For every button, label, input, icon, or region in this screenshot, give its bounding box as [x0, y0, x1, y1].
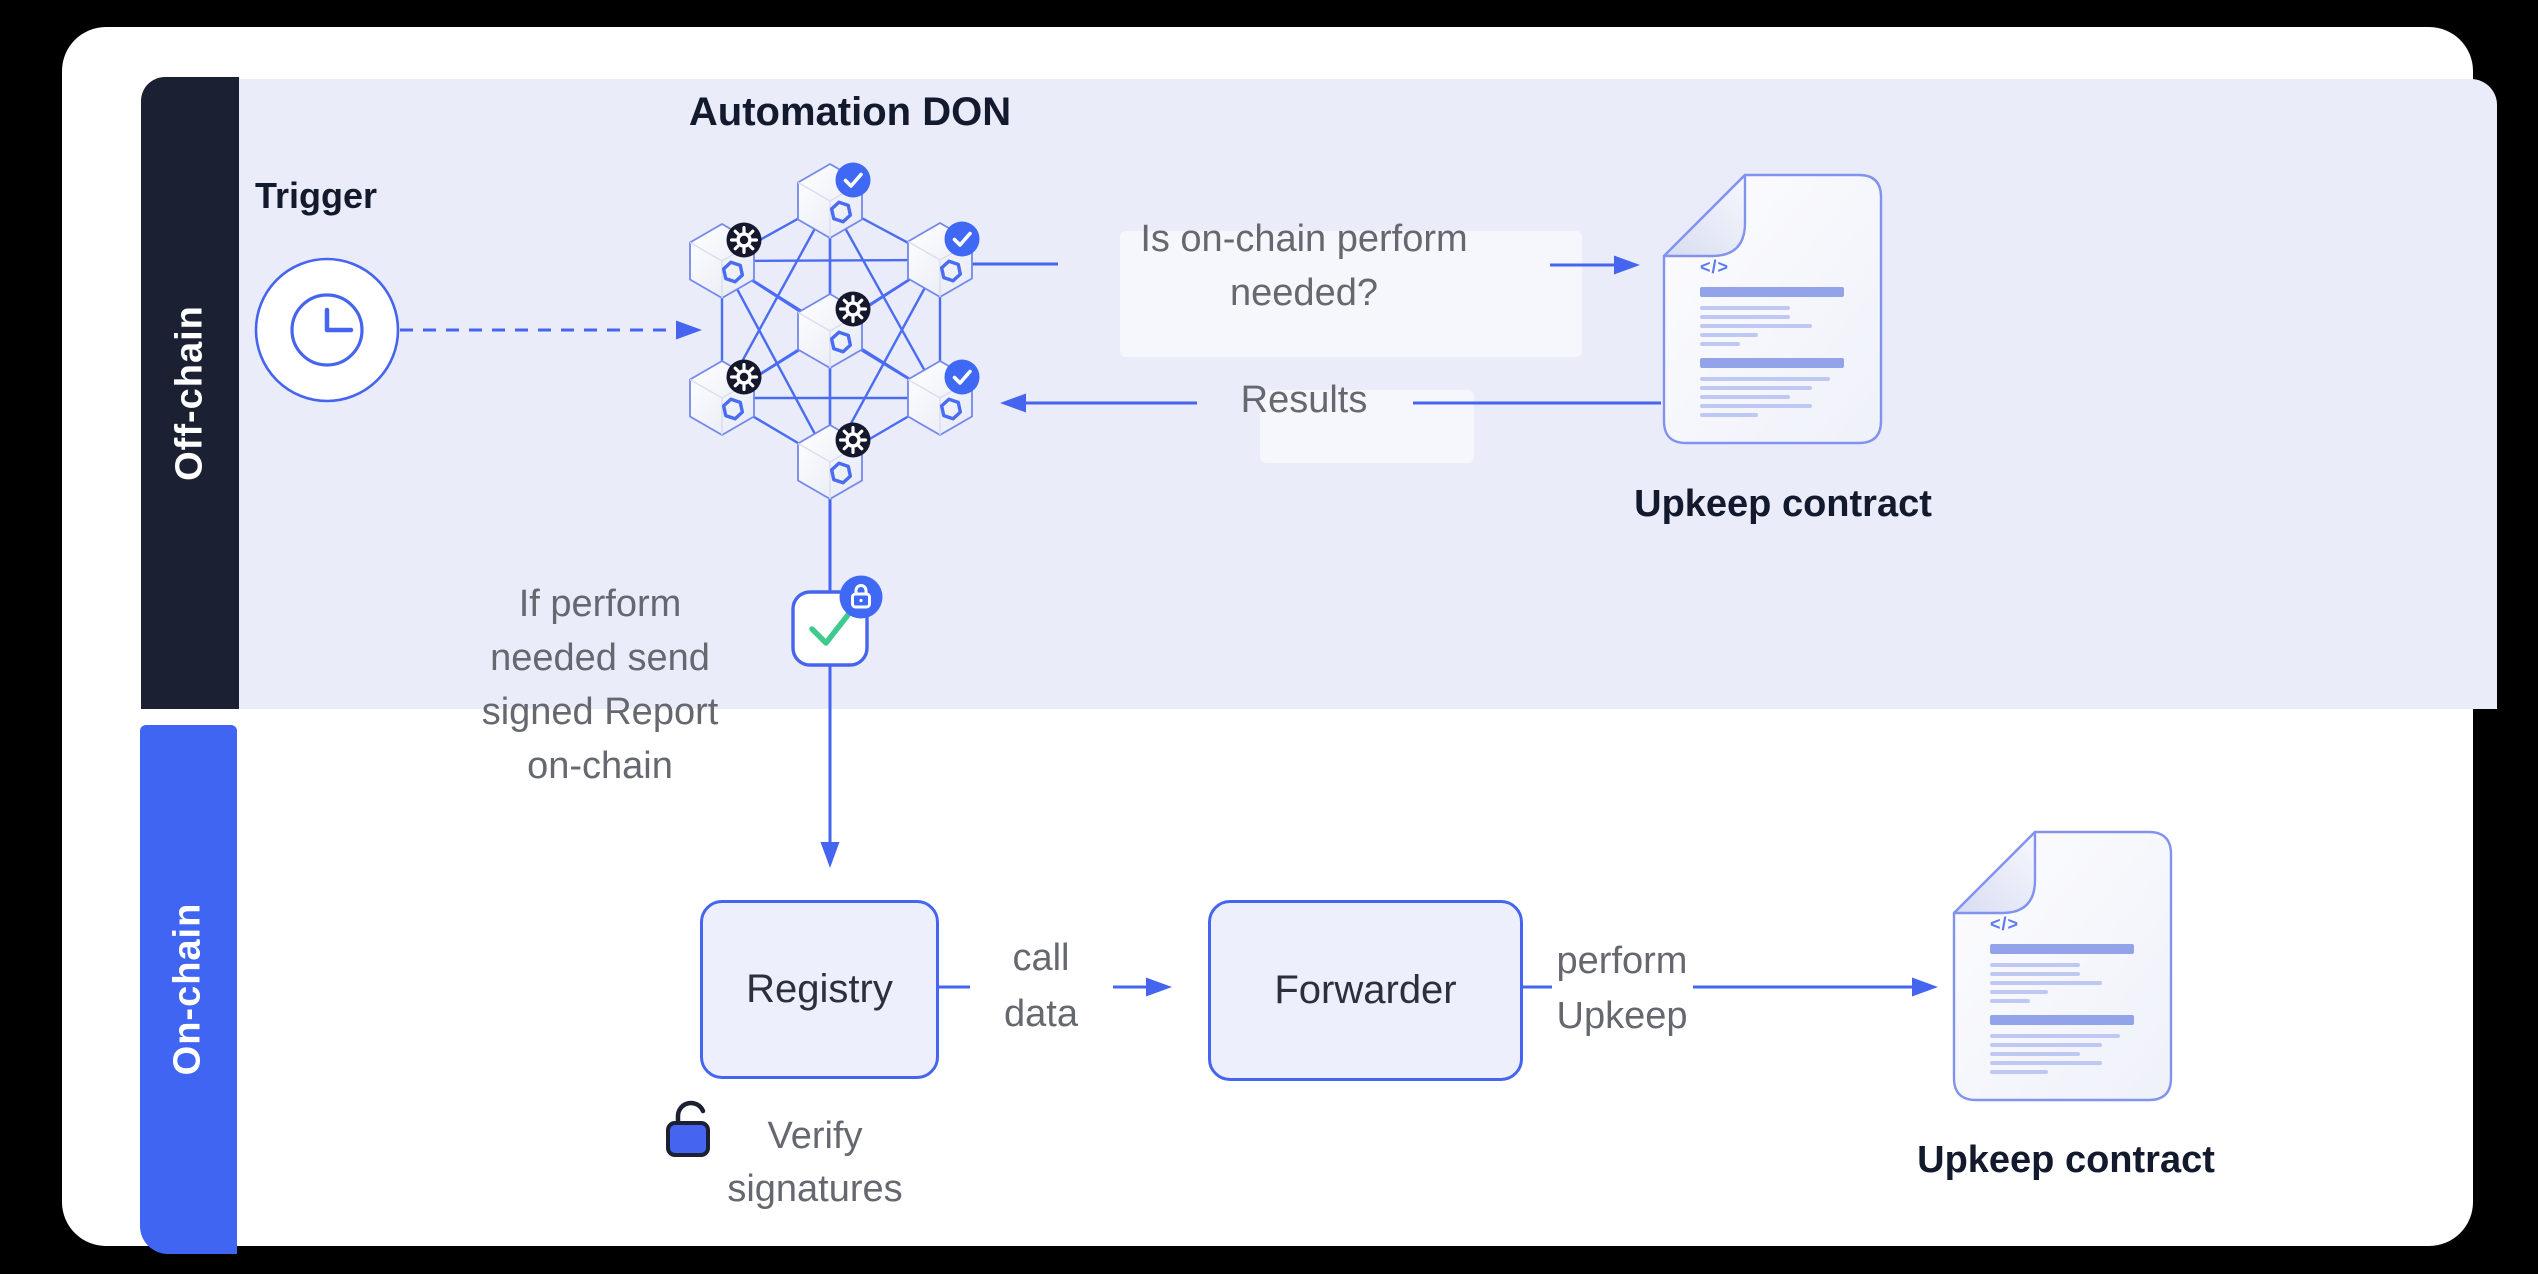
verify-signatures-label: Verify signatures [727, 1115, 903, 1210]
unlock-icon [666, 1100, 710, 1157]
gear-badge-icon [724, 220, 764, 260]
trigger-label: Trigger [254, 175, 378, 216]
registry-box: Registry [700, 900, 939, 1079]
upkeep-contract-bottom-label: Upkeep contract [1917, 1139, 2215, 1181]
perform-upkeep-label: perform Upkeep [1556, 940, 1688, 1037]
contract-document-icon: </> [1662, 173, 1883, 445]
check-badge-icon [942, 219, 982, 259]
upkeep-contract-top-label: Upkeep contract [1634, 483, 1932, 525]
flow-arrows [400, 262, 1912, 989]
question-label: Is on-chain perform needed? [1140, 218, 1468, 314]
registry-label: Registry [746, 967, 893, 1011]
gear-badge-icon [724, 357, 764, 397]
don-title: Automation DON [688, 90, 1012, 134]
forwarder-label: Forwarder [1274, 968, 1457, 1012]
on-chain-section-bar [140, 725, 237, 1254]
question-highlight-rect [1120, 231, 1582, 357]
arrowhead-into-registry [820, 842, 840, 868]
clock-icon [254, 257, 400, 403]
document-code-lines: </> [1990, 914, 2150, 1079]
arrowhead-into-don [676, 320, 702, 340]
check-badge-icon [833, 160, 873, 200]
code-glyph: </> [1990, 914, 2020, 934]
flow-arrowheads [676, 255, 1938, 997]
call-data-label: call data [1004, 937, 1078, 1035]
lock-badge-icon [839, 575, 883, 619]
diagram-card: Off-chain On-chain [62, 27, 2497, 1254]
arrowhead-into-upkeep-top [1614, 255, 1640, 275]
forwarder-box: Forwarder [1208, 900, 1523, 1081]
arrowhead-into-forwarder [1146, 977, 1172, 997]
if-perform-label: If perform needed send signed Report on-… [481, 583, 719, 787]
don-nodes [688, 160, 982, 501]
signed-report-icon [791, 575, 883, 667]
checkmark-icon [809, 608, 854, 646]
gear-badge-icon [833, 289, 873, 329]
off-chain-section-bar [141, 77, 239, 709]
arrowhead-results-into-don [1000, 393, 1026, 413]
code-glyph: </> [1700, 257, 1730, 277]
document-code-lines: </> [1700, 257, 1860, 422]
arrowhead-into-upkeep-bottom [1912, 977, 1938, 997]
gear-badge-icon [833, 420, 873, 460]
results-label: Results [1240, 379, 1368, 421]
check-badge-icon [942, 357, 982, 397]
contract-document-icon: </> [1952, 830, 2173, 1102]
